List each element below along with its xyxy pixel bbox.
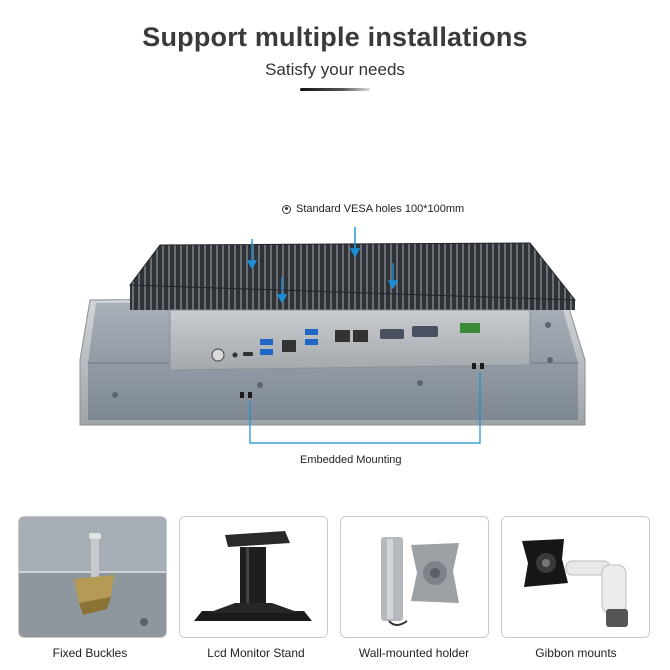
lcd-monitor-stand-image bbox=[179, 516, 328, 638]
mount-options bbox=[18, 516, 652, 640]
wall-mounted-holder-caption: Wall-mounted holder bbox=[358, 646, 470, 660]
page-title: Support multiple installations bbox=[142, 22, 528, 52]
vesa-annotation: Standard VESA holes 100*100mm bbox=[282, 203, 464, 215]
fixed-buckles-image bbox=[18, 516, 167, 638]
bullet-icon bbox=[282, 204, 291, 214]
embedded-mounting-annotation: Embedded Mounting bbox=[300, 454, 402, 466]
lcd-monitor-stand-caption: Lcd Monitor Stand bbox=[207, 646, 305, 660]
title-underline bbox=[300, 88, 370, 91]
gibbon-mounts-caption: Gibbon mounts bbox=[535, 646, 617, 660]
vesa-annotation-text: Standard VESA holes 100*100mm bbox=[296, 203, 465, 215]
page-subtitle: Satisfy your needs bbox=[265, 60, 405, 79]
wall-mounted-holder-image bbox=[340, 516, 489, 638]
gibbon-mounts-image bbox=[501, 516, 650, 638]
panel-pc-illustration bbox=[60, 215, 600, 460]
fixed-buckles-caption: Fixed Buckles bbox=[52, 646, 128, 660]
